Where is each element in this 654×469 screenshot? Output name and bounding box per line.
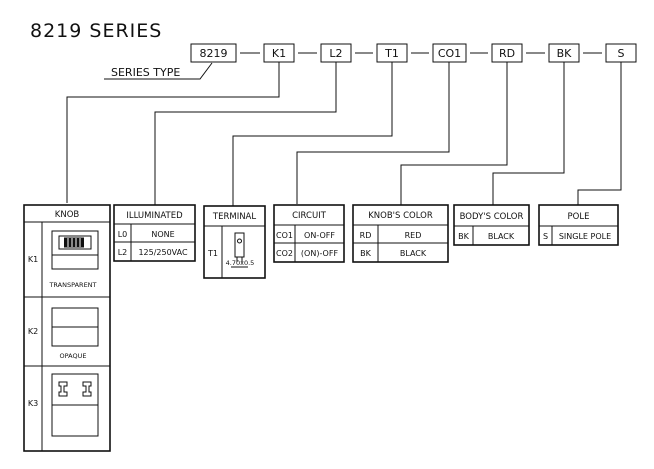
knob-color-header: KNOB'S COLOR [368,211,433,221]
circuit-header: CIRCUIT [292,211,327,221]
code-box-series-label: 8219 [200,47,228,60]
body-color-row-bk-code: BK [458,232,469,241]
knob-row-k1-code: K1 [28,255,38,264]
knob-row-k2-label: OPAQUE [60,352,87,360]
code-box-terminal: T1 [376,43,408,63]
circuit-row-co1-code: CO1 [276,231,293,240]
knob-row-k2-code: K2 [28,327,38,336]
circuit-row-co2-value: (ON)-OFF [301,249,339,258]
illuminated-row-l0-code: L0 [118,230,128,239]
code-box-circuit: CO1 [432,43,467,63]
pole-row-s-code: S [543,232,548,241]
knob-color-row-rd-code: RD [360,231,372,240]
knob-color-row-bk-value: BLACK [400,249,427,258]
illuminated-row-l0-value: NONE [151,230,174,239]
series-type-label: SERIES TYPE [111,66,180,79]
code-box-knob: K1 [263,43,295,63]
illuminated-table: ILLUMINATED L0 NONE L2 125/250VAC [113,204,196,262]
knob-transparent-drawing [51,230,99,270]
knob-header: KNOB [55,210,80,220]
pole-table: POLE S SINGLE POLE [538,204,619,246]
knob-color-row-rd-value: RED [405,231,422,240]
knob-row-k3-code: K3 [28,399,38,408]
knob-symbol-drawing [51,373,99,437]
code-box-terminal-label: T1 [384,47,399,60]
terminal-row-t1-code: T1 [207,249,218,258]
illuminated-row-l2-code: L2 [118,248,128,257]
circuit-row-co1-value: ON-OFF [304,231,335,240]
body-color-header: BODY'S COLOR [460,212,524,222]
code-box-illuminated-label: L2 [329,47,342,60]
code-box-illuminated: L2 [320,43,352,63]
knob-table: KNOB K1 K2 K3 TRANSPARENT OPAQUE [23,204,111,452]
pole-header: POLE [568,212,590,222]
body-color-table: BODY'S COLOR BK BLACK [453,204,530,246]
terminal-drawing [231,232,248,268]
diagram-title: 8219 SERIES [30,20,162,42]
code-box-knob-color: RD [491,43,523,63]
code-box-body-color: BK [548,43,580,63]
knob-row-k1-label: TRANSPARENT [48,281,96,289]
knob-color-row-bk-code: BK [360,249,371,258]
knob-color-table: KNOB'S COLOR RD RED BK BLACK [352,204,449,263]
pole-row-s-value: SINGLE POLE [559,232,611,241]
code-box-pole-label: S [618,47,625,60]
circuit-row-co2-code: CO2 [276,249,293,258]
code-box-circuit-label: CO1 [438,47,461,60]
code-box-knob-color-label: RD [499,47,515,60]
terminal-dimension: 4.70x0.5 [226,259,255,267]
circuit-table: CIRCUIT CO1 ON-OFF CO2 (ON)-OFF [273,204,345,263]
terminal-header: TERMINAL [212,212,256,222]
knob-opaque-drawing [51,307,99,347]
code-box-knob-label: K1 [272,47,286,60]
leader-lines [66,62,622,206]
terminal-table: TERMINAL T1 4.70x0.5 [203,205,266,279]
code-box-series: 8219 [190,43,237,63]
illuminated-row-l2-value: 125/250VAC [138,248,188,257]
series-type-leader: SERIES TYPE [104,62,213,80]
body-color-row-bk-value: BLACK [488,232,515,241]
code-box-pole: S [605,43,637,63]
code-box-body-color-label: BK [557,47,573,60]
illuminated-header: ILLUMINATED [126,211,183,221]
